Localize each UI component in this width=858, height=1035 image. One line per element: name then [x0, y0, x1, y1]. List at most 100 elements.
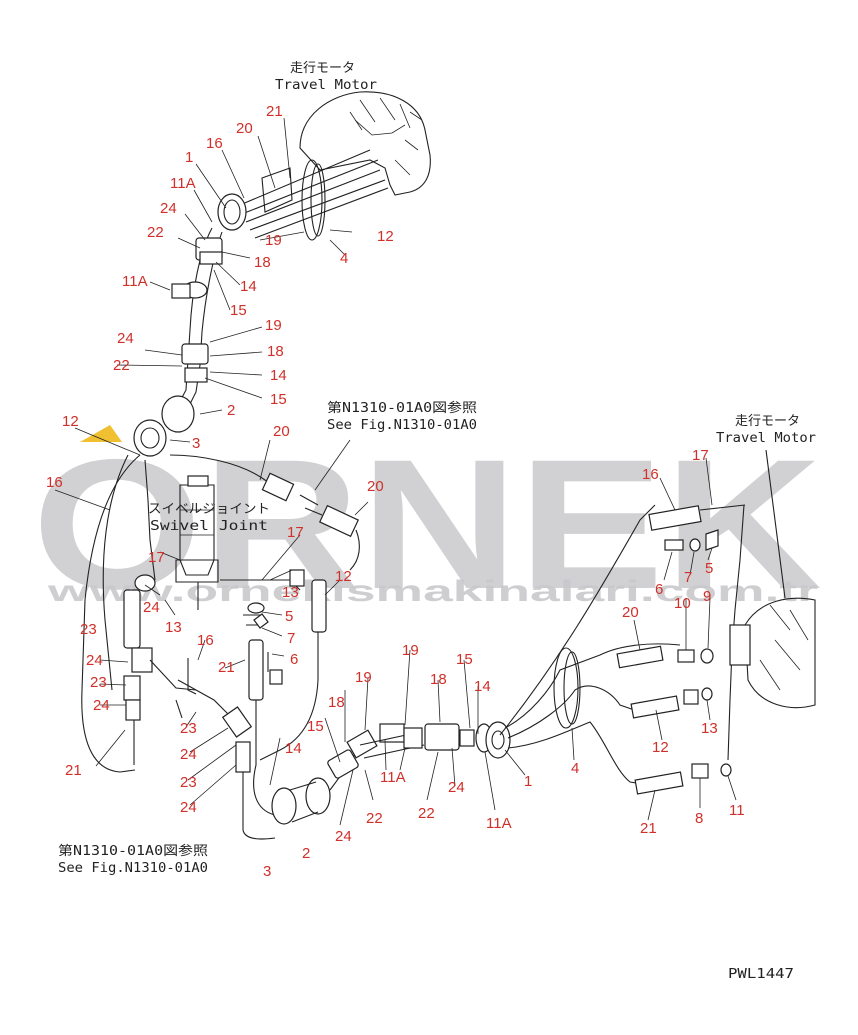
callout-24-mid3: 24	[180, 799, 197, 816]
callout-24-left3: 24	[93, 697, 110, 714]
callout-2-mid: 2	[227, 402, 235, 419]
callout-24-mid2: 24	[180, 746, 197, 763]
callout-19-center: 19	[402, 642, 419, 659]
watermark-url: www.ornekismakinalari.com.tr	[46, 575, 818, 608]
label-drawing-no: PWL1447	[728, 967, 794, 982]
callout-20-right: 20	[622, 604, 639, 621]
part-callouts: 21 20 16 1 11A 24 22 19 18 14 12 4 11A 1…	[46, 103, 745, 880]
label-motor-right-en: Travel Motor	[716, 431, 816, 446]
callout-16-right: 16	[642, 466, 659, 483]
callout-11a-top: 11A	[170, 175, 196, 192]
callout-10-right: 10	[674, 595, 691, 612]
callout-5-mid: 5	[285, 608, 293, 625]
callout-20-top: 20	[236, 120, 253, 137]
label-fig-ref-top-jp: 第N1310-01A0図参照	[327, 400, 477, 416]
label-fig-ref-bottom-en: See Fig.N1310-01A0	[58, 861, 208, 876]
callout-12-top: 12	[377, 228, 394, 245]
upper-hose-run	[133, 227, 223, 457]
callout-14-mid: 14	[270, 367, 287, 384]
label-fig-ref-bottom-jp: 第N1310-01A0図参照	[58, 843, 208, 859]
callout-4-lower: 4	[571, 760, 579, 777]
callout-13-left: 13	[165, 619, 182, 636]
label-motor-top-jp: 走行モータ	[290, 61, 355, 76]
callout-13-right: 13	[701, 720, 718, 737]
callout-14-lower: 14	[285, 740, 302, 757]
callout-2-lower: 2	[302, 845, 310, 862]
callout-21-top: 21	[266, 103, 283, 120]
travel-motor-right	[729, 449, 816, 709]
callout-23-mid2: 23	[180, 774, 197, 791]
callout-6-right: 6	[655, 581, 663, 598]
label-swivel-en: Swivel Joint	[150, 519, 268, 534]
callout-3-lower: 3	[263, 863, 271, 880]
callout-7-right: 7	[684, 569, 692, 586]
callout-23-mid1: 23	[180, 720, 197, 737]
callout-20-mid2: 20	[367, 478, 384, 495]
callout-22-center: 22	[418, 805, 435, 822]
watermark: ORNEK www.ornekismakinalari.com.tr	[32, 422, 822, 628]
callout-14-center: 14	[474, 678, 491, 695]
callout-24-mid: 24	[117, 330, 134, 347]
callout-19-lower: 19	[355, 669, 372, 686]
callout-17-mid: 17	[287, 524, 304, 541]
callout-15-mid: 15	[270, 391, 287, 408]
label-motor-right-jp: 走行モータ	[735, 414, 800, 429]
callout-23-left2: 23	[90, 674, 107, 691]
callout-24-center: 24	[448, 779, 465, 796]
callout-18-center: 18	[430, 671, 447, 688]
callout-8-right: 8	[695, 810, 703, 827]
callout-18-mid: 18	[267, 343, 284, 360]
callout-22-lower: 22	[366, 810, 383, 827]
callout-4-top: 4	[340, 250, 348, 267]
callout-13-mid: 13	[282, 584, 299, 601]
callout-6-mid: 6	[290, 651, 298, 668]
callout-7-mid: 7	[287, 630, 295, 647]
callout-11a-mid: 11A	[122, 273, 148, 290]
callout-16-left: 16	[46, 474, 63, 491]
callout-21-right: 21	[640, 820, 657, 837]
callout-11a-center: 11A	[380, 769, 406, 786]
callout-24-top: 24	[160, 200, 177, 217]
right-small-parts	[253, 529, 732, 779]
watermark-brand: ORNEK	[32, 422, 822, 628]
callout-5-right: 5	[705, 560, 713, 577]
middle-hoses	[169, 454, 360, 840]
top-hose-bundle	[217, 149, 389, 241]
callout-21-left: 21	[65, 762, 82, 779]
callout-12-left: 12	[62, 413, 79, 430]
callout-16-top: 16	[206, 135, 223, 152]
callout-12-right: 12	[652, 739, 669, 756]
callout-14-top: 14	[240, 278, 257, 295]
callout-11a-lower: 11A	[486, 815, 512, 832]
callout-20-mid: 20	[273, 423, 290, 440]
callout-15-center: 15	[456, 651, 473, 668]
callout-3-mid: 3	[192, 435, 200, 452]
callout-15-lower: 15	[307, 718, 324, 735]
left-long-hoses	[81, 454, 197, 773]
watermark-accent-triangle	[80, 425, 122, 442]
lower-fitting-chain	[271, 721, 511, 825]
callout-22-top: 22	[147, 224, 164, 241]
callout-19-mid: 19	[265, 317, 282, 334]
leader-lines	[54, 117, 737, 826]
callout-17-right: 17	[692, 447, 709, 464]
callout-18-top: 18	[254, 254, 271, 271]
callout-24-left: 24	[143, 599, 160, 616]
callout-11-right: 11	[729, 802, 745, 819]
callout-1-top: 1	[185, 149, 193, 166]
label-swivel-jp: スイベルジョイント	[148, 502, 270, 517]
callout-9-right: 9	[703, 588, 711, 605]
travel-motor-top	[299, 91, 431, 196]
callout-15-top: 15	[230, 302, 247, 319]
callout-12-mid: 12	[335, 568, 352, 585]
callout-24-lower: 24	[335, 828, 352, 845]
label-motor-top-en: Travel Motor	[275, 78, 377, 93]
callout-22-mid: 22	[113, 357, 130, 374]
reference-labels: 走行モータ Travel Motor 走行モータ Travel Motor 第N…	[58, 61, 816, 982]
lower-hose-bundle	[499, 504, 746, 795]
callout-1-lower: 1	[524, 773, 532, 790]
callout-16-mid: 16	[197, 632, 214, 649]
callout-21-mid: 21	[218, 659, 235, 676]
label-fig-ref-top-en: See Fig.N1310-01A0	[327, 418, 477, 433]
